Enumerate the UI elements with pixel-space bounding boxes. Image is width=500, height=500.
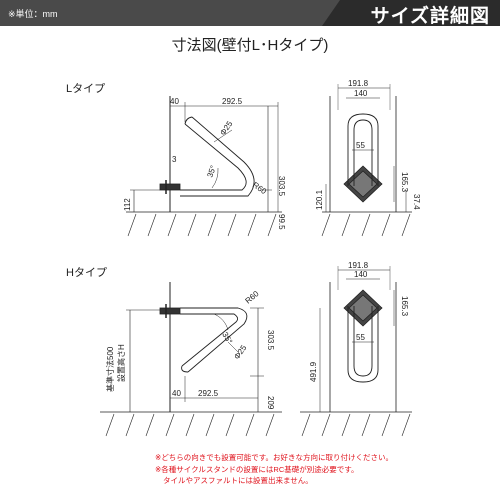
l-type-side-dims: 40 292.5 Φ25 3 35° 303.5 R60 99.5 112 bbox=[123, 97, 286, 230]
l-type-label: Lタイプ bbox=[66, 83, 106, 95]
dim-h-140: 140 bbox=[354, 270, 368, 279]
dim-h-35deg: 35° bbox=[220, 331, 234, 346]
dim-h-292-5: 292.5 bbox=[198, 389, 219, 398]
dim-120-1: 120.1 bbox=[315, 189, 324, 210]
dim-h-209: 209 bbox=[266, 396, 275, 410]
dim-h-55: 55 bbox=[356, 333, 365, 342]
dim-40: 40 bbox=[170, 97, 179, 106]
dim-phi25: Φ25 bbox=[218, 119, 234, 137]
ground-hatching-h-front bbox=[301, 413, 411, 437]
note-orientation: ※どちらの向きでも設置可能です。お好きな方向に取り付けください。 bbox=[155, 453, 394, 462]
dim-h-r60: R60 bbox=[244, 289, 261, 306]
height-note-1: 設置高さH bbox=[116, 344, 126, 382]
dim-h-phi25: Φ25 bbox=[232, 343, 248, 361]
dim-h-191-8: 191.8 bbox=[348, 261, 369, 270]
h-type-front-view bbox=[300, 266, 412, 437]
dim-112: 112 bbox=[123, 198, 132, 211]
dim-r60: R60 bbox=[251, 180, 269, 196]
header: ※単位：mm サイズ詳細図 bbox=[0, 0, 500, 27]
dim-99-5: 99.5 bbox=[277, 214, 286, 230]
ground-hatching bbox=[127, 213, 277, 237]
h-tube-inner bbox=[180, 313, 239, 367]
h-type-front-dims: 191.8 140 165.3 55 491.9 bbox=[309, 261, 409, 382]
dim-h-491-9: 491.9 bbox=[309, 361, 318, 382]
note-rc-foundation: ※各種サイクルスタンドの設置にはRC基礎が別途必要です。 bbox=[155, 464, 359, 474]
dim-191-8: 191.8 bbox=[348, 79, 369, 88]
h-type-side-view bbox=[100, 282, 282, 437]
h-front-u-tube bbox=[347, 306, 379, 383]
ground-hatching-front bbox=[321, 213, 411, 237]
dim-h-303-5: 303.5 bbox=[266, 330, 275, 351]
dim-165-3: 165.3 bbox=[400, 172, 409, 193]
header-title: サイズ詳細図 bbox=[370, 6, 490, 27]
l-tube-outer bbox=[180, 123, 247, 191]
page-title: 寸法図(壁付L･Hタイプ) bbox=[171, 37, 329, 54]
dim-292-5: 292.5 bbox=[222, 97, 243, 106]
height-note-2: 基準寸法500 bbox=[105, 346, 115, 392]
l-type-side-view bbox=[126, 96, 282, 237]
h-mounting-bracket bbox=[159, 307, 181, 315]
dim-55: 55 bbox=[356, 141, 365, 150]
h-type-label: Hタイプ bbox=[66, 267, 107, 279]
note-surface: タイルやアスファルトには設置出来ません。 bbox=[163, 476, 313, 485]
l-tube-inner bbox=[180, 116, 255, 197]
dim-140: 140 bbox=[354, 89, 368, 98]
l-type-front-dims: 191.8 140 55 120.1 165.3 37.4 bbox=[315, 79, 421, 210]
mounting-bracket bbox=[159, 183, 181, 191]
dim-37-4: 37.4 bbox=[412, 194, 421, 210]
front-u-tube bbox=[347, 113, 379, 186]
l-type-front-view bbox=[321, 84, 412, 237]
h-type-side-dims: R60 35° 303.5 Φ25 設置高さH 基準寸法500 40 292.5… bbox=[105, 289, 275, 410]
notes: ※どちらの向きでも設置可能です。お好きな方向に取り付けください。 ※各種サイクル… bbox=[155, 452, 495, 487]
ground-hatching-h bbox=[105, 413, 275, 437]
unit-label: ※単位：mm bbox=[8, 9, 58, 19]
header-title-tab bbox=[322, 0, 500, 26]
dim-35deg: 35° bbox=[205, 164, 218, 178]
dim-303-5: 303.5 bbox=[277, 176, 286, 197]
dim-h-165-3: 165.3 bbox=[400, 296, 409, 317]
dim-3: 3 bbox=[172, 155, 177, 164]
dim-h-40: 40 bbox=[172, 389, 181, 398]
h-tube-outer bbox=[180, 307, 248, 373]
